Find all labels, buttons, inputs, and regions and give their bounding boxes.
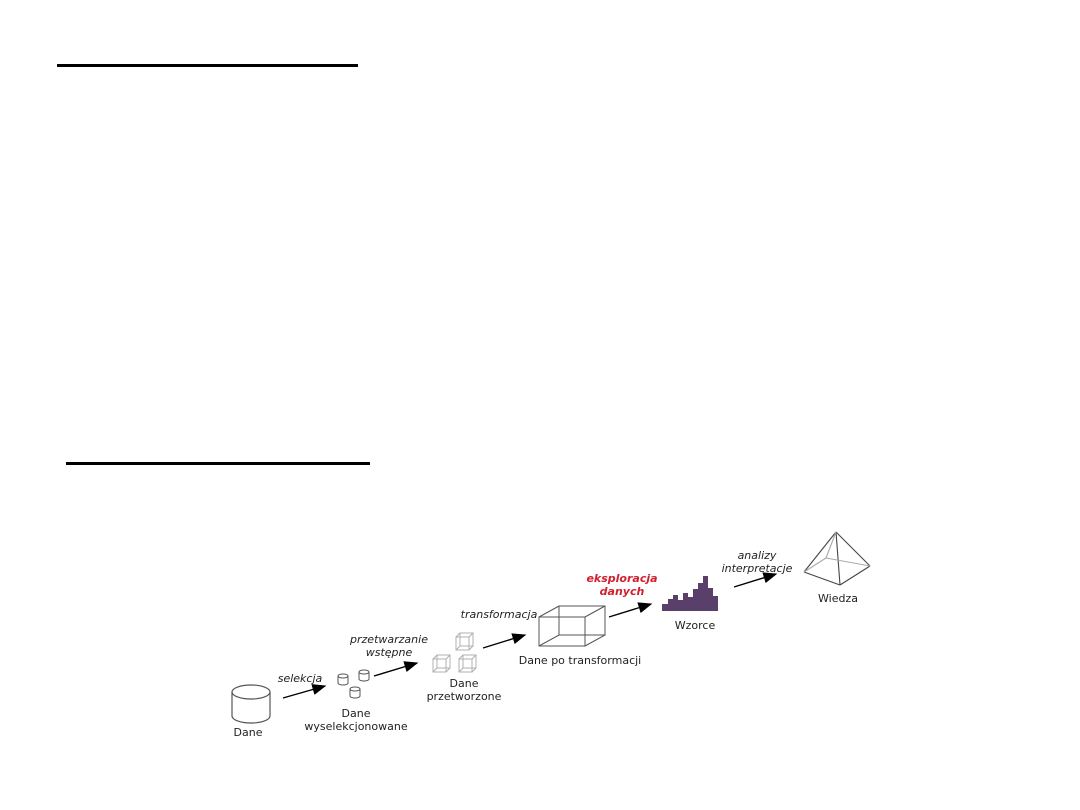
step-label-selekcja: selekcja	[277, 672, 323, 685]
process-arrows	[282, 572, 778, 699]
step-label-przetwarzanie: przetwarzanie wstępne	[350, 633, 428, 659]
step-label-analizy: analizy interpretacje	[721, 549, 793, 575]
knowledge-pyramid-icon	[803, 531, 871, 586]
node-label-transformed-data: Dane po transformacji	[518, 654, 642, 667]
step-label-transformacja: transformacja	[460, 608, 538, 621]
node-label-preprocessed-data: Dane przetworzone	[426, 677, 502, 703]
arrow-analizy	[733, 572, 778, 588]
patterns-bars-icon	[662, 576, 718, 611]
arrow-selekcja	[282, 684, 327, 699]
transformed-data-box-icon	[538, 605, 606, 647]
top-divider	[57, 64, 358, 67]
arrow-przetwarzanie	[373, 661, 419, 677]
node-label-patterns: Wzorce	[674, 619, 716, 632]
arrow-transformacja	[482, 633, 527, 649]
middle-divider	[66, 462, 370, 465]
dane-cylinder-icon	[231, 684, 271, 724]
node-label-knowledge: Wiedza	[818, 592, 858, 605]
preprocessed-data-cubes-icon	[432, 632, 477, 673]
node-label-dane: Dane	[233, 726, 263, 739]
arrow-eksploracja	[608, 602, 653, 618]
node-label-selected-data: Dane wyselekcjonowane	[304, 707, 408, 733]
step-label-eksploracja: eksploracja danych	[586, 572, 658, 598]
selected-data-cylinders-icon	[337, 669, 370, 699]
